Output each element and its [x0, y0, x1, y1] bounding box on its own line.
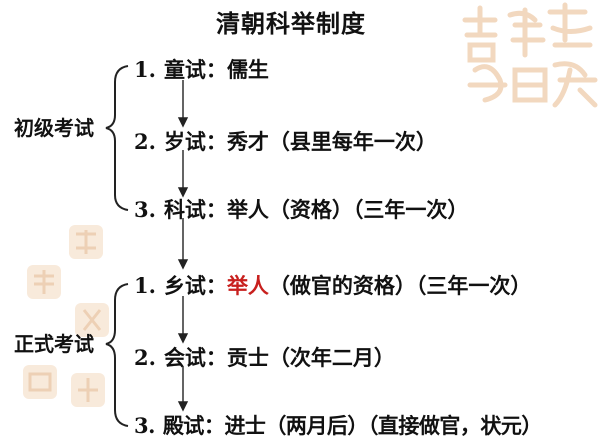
exam-item: 3. 殿试：进士（两月后）（直接做官，状元）: [134, 410, 542, 440]
exam-item: 2. 岁试：秀才（县里每年一次）: [134, 126, 437, 156]
exam-desc: 举人（资格）（三年一次）: [226, 197, 469, 222]
seal-stamp-icon: [69, 225, 103, 259]
item-number: 2.: [134, 345, 156, 370]
item-number: 2.: [134, 129, 156, 154]
exam-item: 2. 会试：贡士（次年二月）: [134, 342, 395, 372]
exam-item: 1. 乡试：举人（做官的资格）（三年一次）: [134, 270, 531, 300]
exam-name: 会试：: [163, 345, 227, 370]
calligraphy-watermark-icon: [462, 2, 598, 108]
exam-desc: 贡士（次年二月）: [226, 345, 395, 370]
exam-highlight: 举人: [226, 273, 269, 298]
item-number: 3.: [134, 413, 155, 438]
group-label-primary: 初级考试: [14, 116, 94, 140]
slide-title: 清朝科举制度: [216, 9, 366, 38]
seal-stamp-icon: [27, 265, 61, 299]
exam-desc: 进士（两月后）（直接做官，状元）: [224, 413, 542, 438]
exam-desc: 儒生: [226, 57, 269, 82]
exam-item: 1. 童试：儒生: [134, 54, 269, 84]
seal-stamp-icon: [71, 373, 105, 407]
item-number: 3.: [134, 197, 156, 222]
exam-name: 童试：: [163, 57, 227, 82]
exam-name: 乡试：: [163, 273, 227, 298]
exam-desc: （做官的资格）（三年一次）: [268, 273, 532, 298]
group-label-formal: 正式考试: [14, 332, 94, 356]
exam-name: 殿试：: [162, 413, 225, 438]
exam-name: 科试：: [163, 197, 227, 222]
seal-stamp-icon: [23, 365, 57, 399]
seal-stamp-icon: [75, 303, 109, 337]
exam-name: 岁试：: [163, 129, 227, 154]
exam-desc: 秀才（县里每年一次）: [226, 129, 437, 154]
item-number: 1.: [134, 273, 156, 298]
exam-item: 3. 科试：举人（资格）（三年一次）: [134, 194, 468, 224]
upper-brace: [105, 65, 129, 211]
item-number: 1.: [134, 57, 156, 82]
lower-brace: [105, 283, 129, 427]
